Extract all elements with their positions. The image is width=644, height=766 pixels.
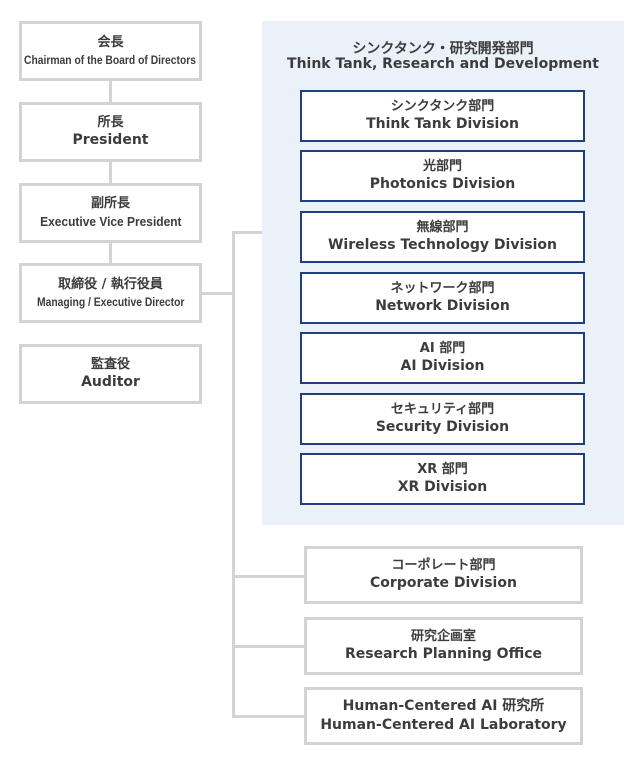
president-label-jp: 所長 [97,114,124,130]
auditor-label-en: Auditor [81,374,140,391]
connector-president-vice [109,162,112,183]
division-photonics-en: Photonics Division [369,176,516,193]
vice-president-box: 副所長 Executive Vice President [19,183,202,243]
director-box: 取締役 / 執行役員 Managing / Executive Director [19,263,202,323]
connector-vice-director [109,242,112,263]
connector-trunk-panel [232,231,262,234]
division-ai-en: AI Division [400,358,485,375]
division-security: セキュリティ部門 Security Division [300,393,585,445]
vice-president-label-jp: 副所長 [90,196,130,212]
panel-title-jp: シンクタンク・研究開発部門 [352,41,534,57]
connector-trunk-corporate [232,575,304,578]
director-label-jp: 取締役 / 執行役員 [58,277,163,293]
division-wireless: 無線部門 Wireless Technology Division [300,211,585,263]
human-centered-ai-lab-jp: Human-Centered AI 研究所 [342,698,545,715]
division-xr: XR 部門 XR Division [300,453,585,505]
connector-director-trunk [201,292,234,295]
division-network-en: Network Division [375,298,510,315]
division-ai-jp: AI 部門 [419,340,466,356]
division-photonics-jp: 光部門 [422,158,462,174]
division-think-tank-jp: シンクタンク部門 [390,98,495,114]
chairman-label-en: Chairman of the Board of Directors [24,52,197,67]
connector-trunk-laboratory [232,715,304,718]
human-centered-ai-lab-en: Human-Centered AI Laboratory [320,717,567,733]
division-wireless-en: Wireless Technology Division [327,237,557,254]
division-network-jp: ネットワーク部門 [390,280,495,296]
connector-chairman-president [109,81,112,102]
auditor-label-jp: 監査役 [90,356,130,372]
corporate-division-en: Corporate Division [370,575,517,592]
president-label-en: President [72,132,149,149]
division-wireless-jp: 無線部門 [416,219,469,235]
research-planning-office-jp: 研究企画室 [410,628,476,644]
connector-trunk-vertical [232,231,235,717]
division-security-en: Security Division [375,419,510,436]
corporate-division-box: コーポレート部門 Corporate Division [304,546,583,604]
panel-title-en: Think Tank, Research and Development [287,56,599,72]
connector-trunk-planning [232,645,304,648]
division-network: ネットワーク部門 Network Division [300,272,585,324]
division-xr-en: XR Division [397,479,488,496]
division-xr-jp: XR 部門 [417,461,468,477]
division-photonics: 光部門 Photonics Division [300,150,585,202]
human-centered-ai-lab-box: Human-Centered AI 研究所 Human-Centered AI … [304,687,583,745]
division-think-tank: シンクタンク部門 Think Tank Division [300,90,585,142]
corporate-division-jp: コーポレート部門 [391,557,496,573]
chairman-box: 会長 Chairman of the Board of Directors [19,21,202,81]
president-box: 所長 President [19,102,202,162]
division-think-tank-en: Think Tank Division [366,116,519,133]
research-planning-office-box: 研究企画室 Research Planning Office [304,617,583,675]
auditor-box: 監査役 Auditor [19,344,202,404]
chairman-label-jp: 会長 [97,35,124,51]
vice-president-label-en: Executive Vice President [39,214,182,229]
division-security-jp: セキュリティ部門 [390,401,495,417]
research-planning-office-en: Research Planning Office [344,646,542,663]
director-label-en: Managing / Executive Director [36,294,185,309]
division-ai: AI 部門 AI Division [300,332,585,384]
